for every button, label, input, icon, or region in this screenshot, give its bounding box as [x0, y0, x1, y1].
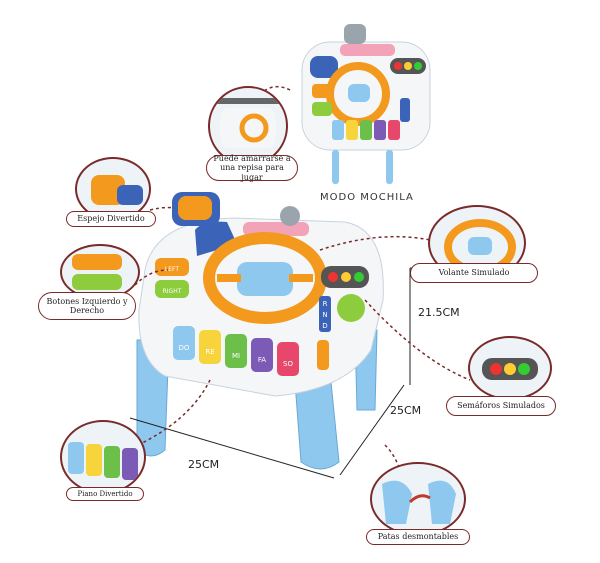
gear-letter-n: N — [322, 311, 327, 319]
lights-detail-circle — [468, 336, 552, 400]
left-button-text: LEFT — [165, 266, 179, 273]
key-fa: FA — [258, 356, 266, 364]
tie-detail-circle — [208, 86, 288, 166]
key-do: DO — [179, 344, 190, 352]
label-piano: Piano Divertido — [66, 487, 144, 501]
buttons-detail-circle — [60, 244, 140, 300]
label-mirror: Espejo Divertido — [66, 211, 156, 227]
backpack-mode-caption: MODO MOCHILA — [320, 192, 414, 203]
label-lights: Semáforos Simulados — [446, 396, 556, 416]
gear-letter-d: D — [322, 322, 327, 330]
piano-detail-circle — [60, 420, 146, 494]
height-dimension: 21.5CM — [418, 306, 460, 319]
key-mi: MI — [232, 352, 240, 360]
right-button-text: RIGHT — [163, 288, 182, 295]
label-buttons: Botones Izquierdo y Derecho — [38, 292, 136, 320]
label-legs: Patas desmontables — [366, 529, 470, 545]
key-re: RE — [205, 348, 214, 356]
label-wheel: Volante Simulado — [410, 263, 538, 283]
width-dimension: 25CM — [188, 458, 220, 471]
legs-detail-circle — [370, 462, 466, 536]
mirror-detail-circle — [75, 157, 151, 221]
gear-letter-r: R — [323, 300, 328, 308]
key-so: SO — [283, 360, 293, 368]
mirror-closeup — [172, 192, 220, 226]
activity-table-toy: LEFT RIGHT R N D DO RE MI FA SO — [136, 206, 384, 470]
backpack-mode-toy — [301, 24, 431, 184]
depth-dimension: 25CM — [390, 404, 422, 417]
label-backpack-tie: Puede amarrarse a una repisa para jugar — [206, 154, 298, 182]
